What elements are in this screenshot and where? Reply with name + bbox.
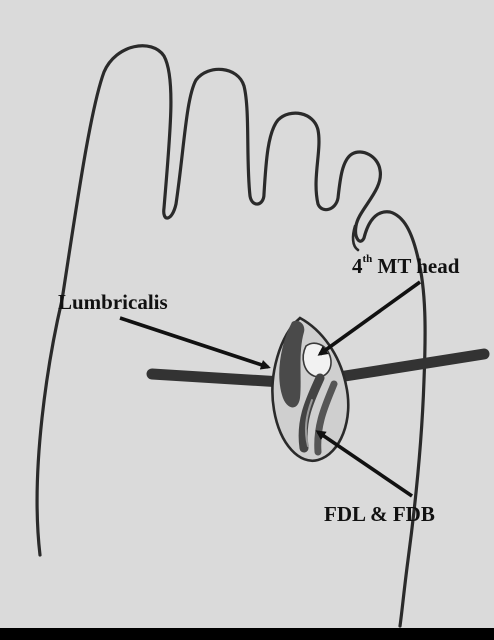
arrow-tendons <box>318 432 412 496</box>
label-tendons: FDL & FDB <box>324 504 435 525</box>
foot-outline <box>37 46 425 626</box>
bottom-frame <box>0 628 494 640</box>
label-mt-head-superscript: th <box>363 253 373 265</box>
arrow-lumbricalis <box>120 318 268 367</box>
label-metatarsal-head: 4th MT head <box>352 256 459 277</box>
retractor-right <box>345 354 484 376</box>
arrow-mt-head <box>320 282 420 354</box>
retractor-left <box>152 374 282 382</box>
label-mt-head-text: MT head <box>372 254 459 278</box>
label-lumbricalis: Lumbricalis <box>58 292 168 313</box>
label-mt-head-number: 4 <box>352 254 363 278</box>
